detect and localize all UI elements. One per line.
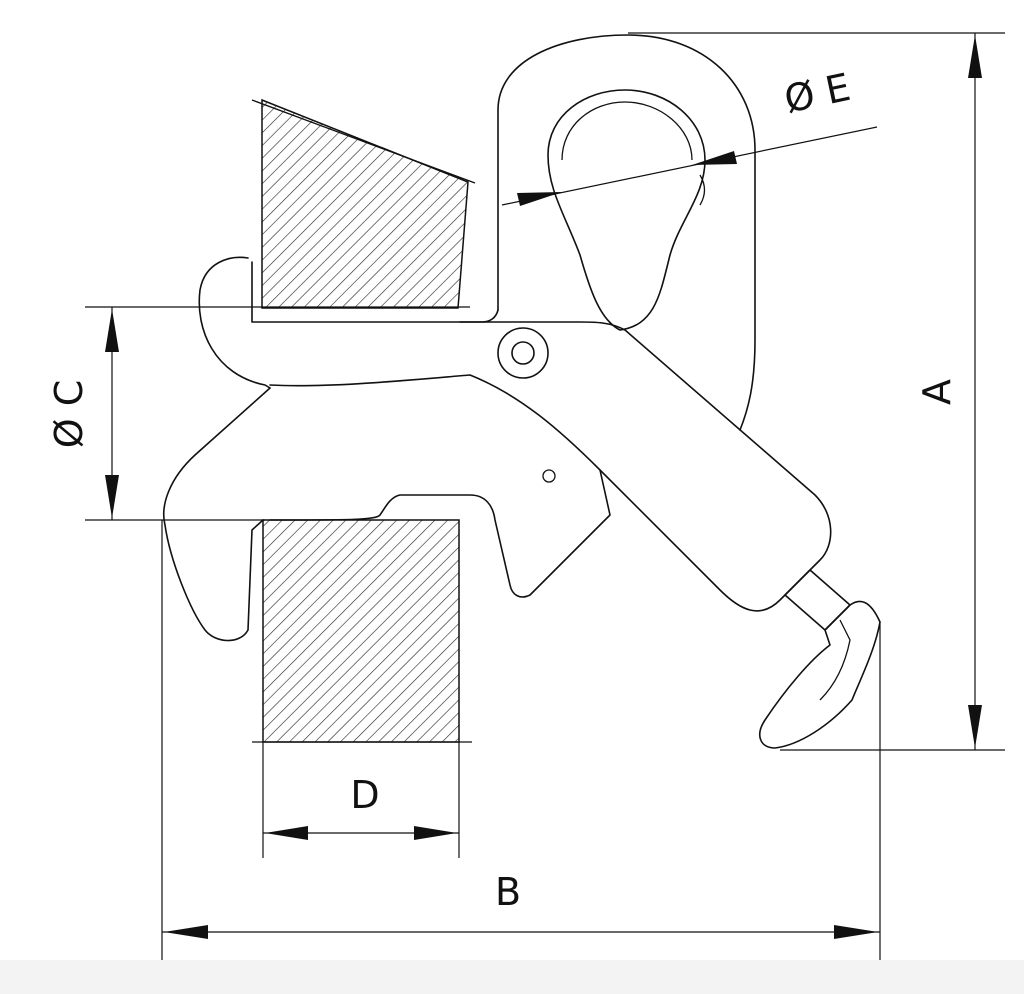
foot-pad [759,600,881,749]
eye-tip-curve [699,174,706,206]
lower-jaw [163,387,271,642]
dim-B-arrow-left [164,925,208,939]
dim-E-arrow-right [692,151,737,165]
bottom-strip [0,960,1024,994]
dim-C-arrow-bottom [105,475,119,518]
shackle-outer [497,34,756,431]
upper-wedge-edge [251,99,476,184]
dim-B-arrow-right [834,925,878,939]
dim-A-label: A [915,379,959,405]
dim-D-arrow-right [414,826,457,840]
body-lower-arm [269,469,611,598]
dim-C-label: Ø C [47,380,91,449]
eye-inner-loop [547,89,706,331]
drawing-canvas: A B Ø C D Ø E [47,32,1005,960]
dim-E-arrow-left [517,192,562,206]
body-upper-edge [269,321,832,612]
dim-E-line [501,126,878,206]
dim-D-label: D [350,773,379,817]
pivot-pin-outer [497,327,549,379]
dim-E-label: Ø E [780,65,854,122]
dim-B-label: B [495,870,521,914]
pivot-pin-inner [511,341,535,365]
dim-A-arrow-top [968,35,982,78]
small-hole [542,469,556,483]
dim-A-arrow-bottom [968,705,982,748]
dim-D-arrow-left [265,826,308,840]
foot-pad-detail [819,619,851,701]
lower-hatched-section [262,519,460,743]
dim-C-arrow-top [105,309,119,352]
upper-jaw-tip [198,256,271,389]
eye-inner-loop-offset [561,101,693,161]
upper-hatched-section [261,98,469,309]
